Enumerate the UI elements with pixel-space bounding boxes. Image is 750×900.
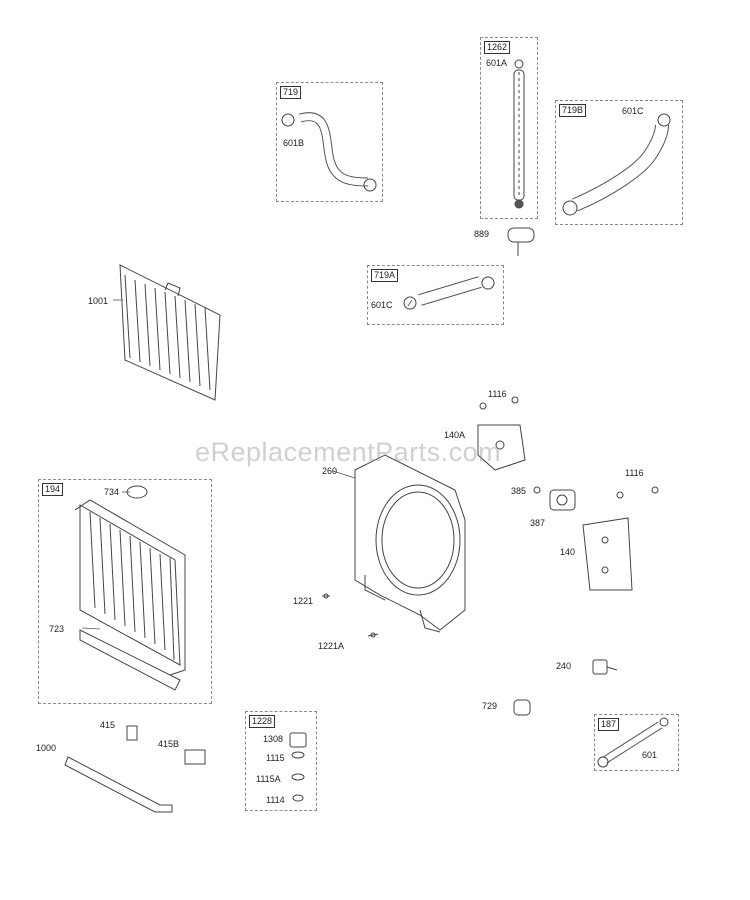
label-240: 240	[556, 661, 572, 671]
box-719	[276, 82, 383, 202]
watermark: eReplacementParts.com	[195, 437, 502, 467]
label-601: 601	[642, 750, 658, 760]
fan-shroud-260	[354, 454, 466, 633]
label-601A: 601A	[486, 58, 508, 68]
tag-719A: 719A	[371, 269, 399, 282]
hose-719A	[403, 276, 495, 310]
label-729: 729	[482, 701, 498, 711]
tag-1228: 1228	[249, 715, 276, 728]
bracket-140A	[477, 396, 526, 471]
bolts-1221	[322, 593, 379, 638]
box-1228	[245, 711, 317, 811]
hose-719B	[562, 113, 671, 216]
kit-1228	[289, 732, 307, 802]
label-1114: 1114	[266, 795, 285, 805]
label-734: 734	[104, 487, 120, 497]
label-415B: 415B	[158, 739, 180, 749]
sensor-240	[592, 659, 618, 675]
label-260: 260	[322, 466, 338, 476]
label-140: 140	[560, 547, 576, 557]
caps-415	[126, 725, 206, 765]
label-601B: 601B	[283, 138, 305, 148]
label-140A: 140A	[444, 430, 466, 440]
tube-1262	[513, 59, 525, 209]
tag-187: 187	[598, 718, 620, 731]
box-719B	[555, 100, 683, 225]
label-1221A: 1221A	[318, 641, 345, 651]
box-1262	[480, 37, 538, 219]
hose-187	[597, 717, 669, 768]
label-1115: 1115	[266, 753, 285, 763]
label-387: 387	[530, 518, 546, 528]
label-1001: 1001	[88, 296, 109, 306]
thermostat-group	[533, 486, 659, 591]
label-601C-mid: 601C	[371, 300, 393, 310]
fitting-889	[507, 227, 535, 256]
shroud-1001	[119, 264, 221, 401]
tag-1262: 1262	[484, 41, 511, 54]
box-187	[594, 714, 679, 771]
tag-194: 194	[42, 483, 64, 496]
radiator-194	[74, 485, 186, 691]
label-1115A: 1115A	[256, 774, 281, 784]
tag-719: 719	[280, 86, 302, 99]
box-194	[38, 479, 212, 704]
label-601C-top: 601C	[622, 106, 644, 116]
label-385: 385	[511, 486, 527, 496]
tag-719B: 719B	[559, 104, 587, 117]
label-1308: 1308	[263, 734, 284, 744]
box-719A	[367, 265, 504, 325]
label-1221: 1221	[293, 596, 314, 606]
bar-1000	[64, 756, 173, 813]
label-415: 415	[100, 720, 116, 730]
label-723: 723	[49, 624, 65, 634]
hose-719	[281, 112, 377, 192]
clamp-729	[513, 699, 531, 716]
label-1116-a: 1116	[488, 389, 507, 399]
label-1000: 1000	[36, 743, 57, 753]
label-889: 889	[474, 229, 490, 239]
label-1116-b: 1116	[625, 468, 644, 478]
